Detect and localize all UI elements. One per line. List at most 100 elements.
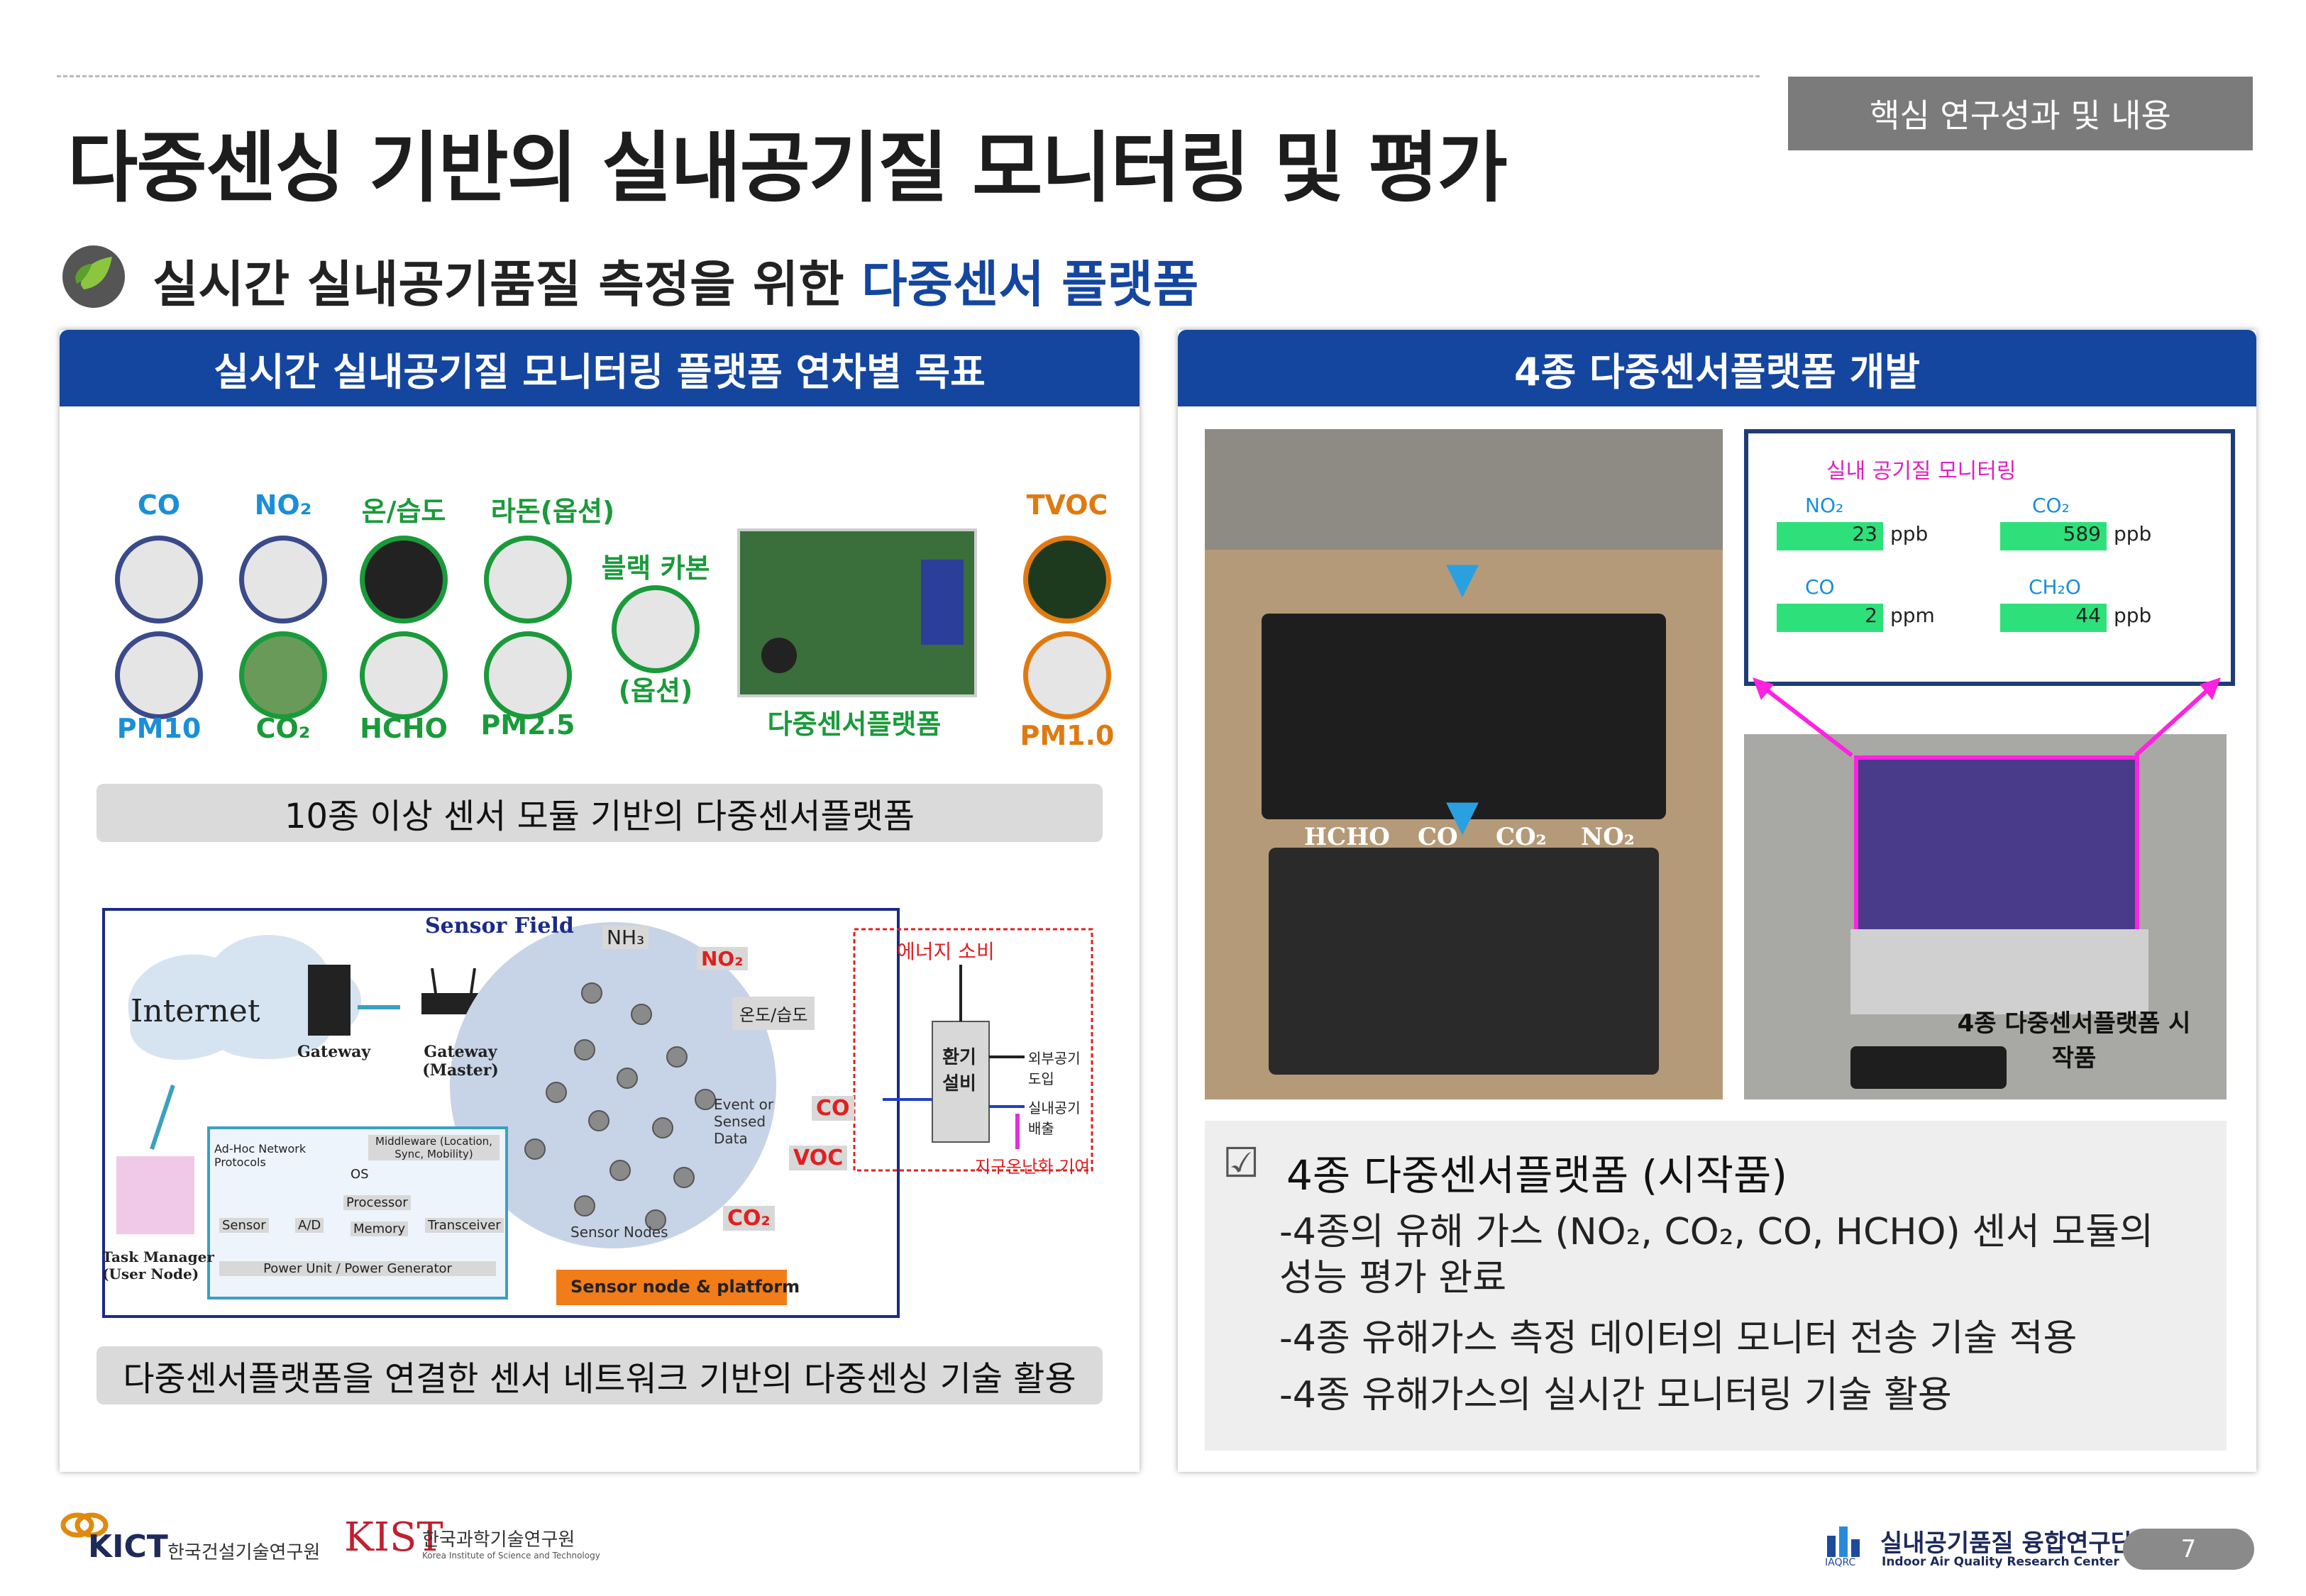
power-label: Power Unit / Power Generator [219, 1261, 496, 1276]
connector-arrows-icon [1753, 677, 2221, 758]
sensor-network-diagram: Internet Gateway Gateway (Master) Sensor… [102, 908, 1096, 1319]
board-label-co2: CO₂ [1496, 823, 1547, 851]
subtitle-prefix: 실시간 실내공기품질 측정을 위한 [153, 255, 862, 314]
pm10-sensor-image [115, 631, 203, 719]
kict-name: 한국건설기술연구원 [167, 1542, 321, 1563]
kist-subtitle: Korea Institute of Science and Technolog… [422, 1551, 600, 1561]
ventilation-label: 환기 설비 [942, 1047, 976, 1095]
page-title: 다중센싱 기반의 실내공기질 모니터링 및 평가 [67, 124, 1508, 213]
section-tag: 핵심 연구성과 및 내용 [1788, 77, 2253, 150]
sensor-block-label: Sensor [219, 1218, 269, 1233]
left-panel-heading: 실시간 실내공기질 모니터링 플랫폼 연차별 목표 [60, 330, 1140, 406]
kict-mark-icon [60, 1512, 109, 1538]
kist-name: 한국과학기술연구원 [422, 1529, 575, 1551]
sensor-label-pm1: PM1.0 [1020, 720, 1115, 751]
reading-no2-value: 23 [1777, 522, 1883, 550]
reading-no2-unit: ppb [1890, 522, 1929, 545]
sensor-field-label: Sensor Field [425, 914, 574, 938]
indoor-out-label: 실내공기 배출 [1028, 1099, 1081, 1137]
checkbox-icon: ☑ [1223, 1138, 1259, 1187]
leaf-icon [62, 245, 125, 308]
caption-multi-sensor: 10종 이상 센서 모듈 기반의 다중센서플랫폼 [96, 784, 1103, 842]
reading-co2-name: CO₂ [2032, 494, 2070, 517]
co2-label: CO₂ [723, 1206, 775, 1231]
black-carbon-option-label: (옵션) [618, 675, 693, 706]
pm25-sensor-image [484, 631, 572, 719]
sensor-assembly-photo: HCHO CO CO₂ NO₂ ▼ ▼ [1205, 429, 1723, 1099]
arrow-down-icon: ▼ [1446, 553, 1479, 603]
monitor-screen: 실내 공기질 모니터링 NO₂ 23 ppb CO₂ 589 ppb CO 2 … [1744, 429, 2235, 686]
event-label: Event or Sensed Data [714, 1096, 774, 1147]
co2-sensor-image [239, 631, 327, 719]
nh3-label: NH₃ [602, 926, 649, 949]
hcho-sensor-image [360, 631, 448, 719]
outdoor-in-label: 외부공기 도입 [1028, 1050, 1081, 1087]
sensor-label-tvoc: TVOC [1026, 489, 1108, 521]
summary-bullet-2: -4종 유해가스 측정 데이터의 모니터 전송 기술 적용 [1279, 1317, 2078, 1360]
laptop-prototype-photo: 4종 다중센서플랫폼 시작품 [1744, 734, 2227, 1099]
summary-box: ☑ 4종 다중센서플랫폼 (시작품) -4종의 유해 가스 (NO₂, CO₂,… [1205, 1121, 2227, 1451]
reading-ch2o-name: CH₂O [2029, 575, 2081, 599]
reading-co-unit: ppm [1890, 604, 1935, 627]
sensor-nodes-label: Sensor Nodes [570, 1224, 668, 1241]
adhoc-label: Ad-Hoc Network Protocols [214, 1142, 307, 1169]
co-sensor-image [115, 536, 203, 624]
voc-label: VOC [789, 1146, 848, 1170]
reading-ch2o-value: 44 [2000, 604, 2107, 632]
reading-ch2o-unit: ppb [2114, 604, 2152, 627]
center-english-name: Indoor Air Quality Research Center [1882, 1555, 2119, 1569]
sensor-label-no2: NO₂ [254, 489, 312, 521]
temp-humidity-label: 온도/습도 [732, 997, 815, 1030]
top-divider [57, 75, 1760, 77]
internet-label: Internet [131, 993, 260, 1029]
reading-co-value: 2 [1777, 604, 1883, 632]
board-label-hcho: HCHO [1304, 823, 1390, 851]
gateway-master-label: Gateway (Master) [422, 1043, 499, 1080]
subtitle-highlight: 다중센서 플랫폼 [861, 255, 1199, 314]
no2-label: NO₂ [697, 947, 748, 970]
subtitle: 실시간 실내공기품질 측정을 위한 다중센서 플랫폼 [153, 245, 1198, 316]
summary-bullet-1: -4종의 유해 가스 (NO₂, CO₂, CO, HCHO) 센서 모듈의 성… [1279, 1211, 2153, 1299]
reading-no2-name: NO₂ [1805, 494, 1844, 517]
platform-label: 다중센서플랫폼 [767, 709, 942, 740]
prototype-label: 4종 다중센서플랫폼 시작품 [1957, 1009, 2191, 1073]
kist-mark-icon: KIST [344, 1514, 443, 1561]
left-panel: 실시간 실내공기질 모니터링 플랫폼 연차별 목표 CO NO₂ 온/습도 라돈… [60, 330, 1140, 1472]
summary-bullet-3: -4종 유해가스의 실시간 모니터링 기술 활용 [1279, 1374, 1952, 1417]
temp-humidity-sensor-image [360, 536, 448, 624]
transceiver-label: Transceiver [425, 1218, 504, 1233]
sensor-label-pm25: PM2.5 [480, 709, 575, 741]
board-label-no2: NO₂ [1581, 823, 1635, 851]
page-number: 7 [2123, 1529, 2254, 1570]
task-manager-label: Task Manager (User Node) [102, 1248, 214, 1282]
sensor-label-temp-humidity: 온/습도 [361, 496, 446, 527]
warming-label: 지구온난화 기여 [975, 1157, 1091, 1177]
radon-sensor-image [484, 536, 572, 624]
board-label-co: CO [1418, 823, 1458, 851]
reading-co2-unit: ppb [2114, 522, 2152, 545]
reading-co2-value: 589 [2000, 522, 2107, 550]
caption-network: 다중센서플랫폼을 연결한 센서 네트워크 기반의 다중센싱 기술 활용 [96, 1346, 1103, 1404]
pm1-sensor-image [1023, 631, 1111, 719]
summary-title: 4종 다중센서플랫폼 (시작품) [1286, 1151, 1787, 1199]
sensor-label-hcho: HCHO [360, 713, 448, 744]
os-label: OS [351, 1167, 369, 1182]
memory-label: Memory [351, 1221, 409, 1236]
kict-text: KICT [88, 1529, 168, 1565]
kict-logo: KICT 한국건설기술연구원 [60, 1507, 329, 1565]
energy-label: 에너지 소비 [897, 940, 995, 963]
kist-logo: KIST [344, 1514, 614, 1571]
right-panel: 4종 다중센서플랫폼 개발 HCHO CO CO₂ NO₂ ▼ ▼ 실내 공기질… [1178, 330, 2256, 1472]
iaqrc-logo-icon [1824, 1518, 1873, 1568]
iaqrc-text: IAQRC [1825, 1557, 1856, 1568]
processor-label: Processor [343, 1195, 411, 1210]
center-name: 실내공기품질 융합연구단 [1880, 1529, 2133, 1558]
sensor-label-co2: CO₂ [255, 713, 311, 744]
right-panel-heading: 4종 다중센서플랫폼 개발 [1178, 330, 2256, 406]
multi-sensor-board-image [737, 528, 977, 697]
gateway-label: Gateway [297, 1043, 371, 1061]
sensor-label-pm10: PM10 [116, 713, 202, 744]
sensor-label-radon: 라돈(옵션) [490, 496, 615, 527]
ad-label: A/D [295, 1218, 324, 1233]
middleware-label: Middleware (Location, Sync, Mobility) [368, 1135, 500, 1160]
